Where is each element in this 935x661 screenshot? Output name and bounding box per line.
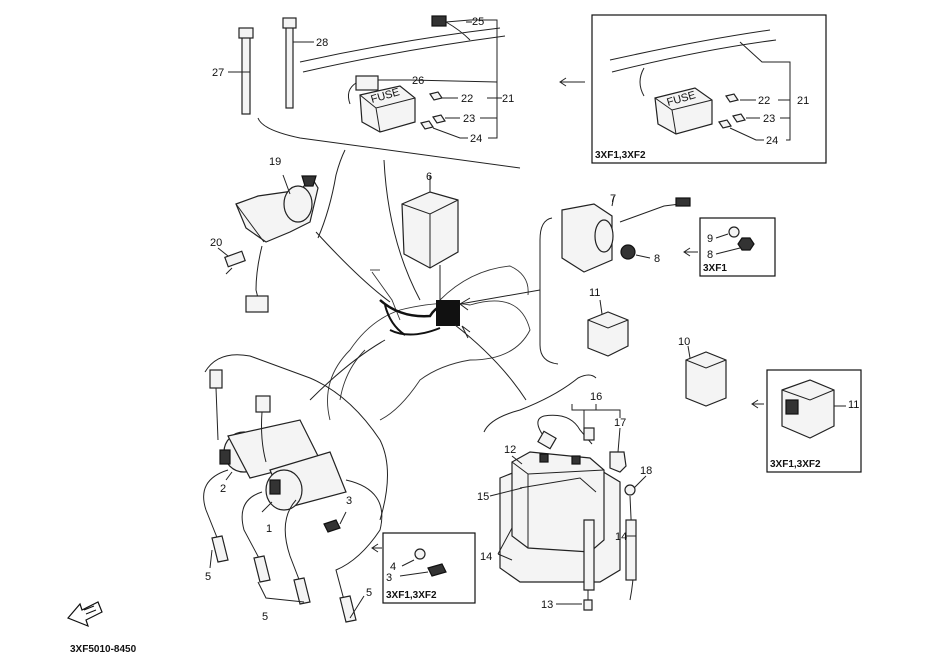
ignition-coils [203,369,383,623]
label-17: 17 [614,417,626,429]
label-5c: 5 [366,587,372,599]
box-relay-label: 3XF1 [703,263,727,274]
harness-group: FUSE [228,15,521,169]
label-4: 4 [390,561,396,573]
label-11a: 11 [589,287,600,299]
label-5b: 5 [262,611,268,623]
label-21a: 21 [502,93,514,105]
box-bolt-label: 3XF1,3XF2 [386,590,437,601]
label-15: 15 [477,491,489,503]
label-22a: 22 [461,93,473,105]
label-18: 18 [640,465,652,477]
label-7: 7 [610,193,616,205]
box-flasher-label: 3XF1,3XF2 [770,459,821,470]
ignition-switch-7 [561,195,691,273]
nut-8 [620,244,636,260]
label-11b: 11 [848,399,859,411]
label-9: 9 [707,233,713,245]
relay-10 [685,345,727,407]
label-8b: 8 [707,249,713,261]
front-arrow-icon [66,601,103,628]
label-12: 12 [504,444,516,456]
label-16: 16 [590,391,602,403]
fuse-variant-box: FUSE 3XF1,3XF2 [559,14,827,164]
label-20: 20 [210,237,222,249]
label-8a: 8 [654,253,660,265]
flasher-box: 3XF1,3XF2 [751,369,862,473]
label-26: 26 [412,75,424,87]
bolt-box: 3XF1,3XF2 [371,532,476,604]
motorcycle-silhouette [309,159,541,421]
relay-11 [587,299,629,357]
battery-group [489,404,647,611]
label-22b: 22 [758,95,770,107]
label-3a: 3 [346,495,352,507]
connector-25 [431,15,447,27]
cable-tie-28 [285,23,294,109]
label-5a: 5 [205,571,211,583]
label-23a: 23 [463,113,475,125]
label-3b: 3 [386,572,392,584]
label-21b: 21 [797,95,809,107]
fuse-box: FUSE [359,85,416,133]
fuse-23 [432,114,446,124]
cover-17 [609,451,627,473]
label-24a: 24 [470,133,482,145]
battery-12 [511,451,605,553]
cable-13 [583,599,593,611]
fuse-22 [429,91,443,101]
label-27: 27 [212,67,224,79]
ecu-location-marker [436,300,460,326]
relay-box-3xf1: 3XF1 [683,217,776,277]
label-14a: 14 [480,551,492,563]
label-28: 28 [316,37,328,49]
label-24b: 24 [766,135,778,147]
bolt-20 [224,250,246,268]
label-19: 19 [269,156,281,168]
diagram-code: 3XF5010-8450 [70,644,137,655]
label-14b: 14 [615,531,627,543]
cable-tie-27 [241,33,251,115]
ecu-6 [401,176,459,269]
box-fuse-label: 3XF1,3XF2 [595,150,646,161]
sensor-group [217,149,346,313]
label-1: 1 [266,523,272,535]
label-10: 10 [678,336,690,348]
fuse-24 [420,120,434,130]
label-23b: 23 [763,113,775,125]
connector-26 [355,75,379,91]
label-2: 2 [220,483,226,495]
label-6: 6 [426,171,432,183]
label-13: 13 [541,599,553,611]
label-25: 25 [472,16,484,28]
